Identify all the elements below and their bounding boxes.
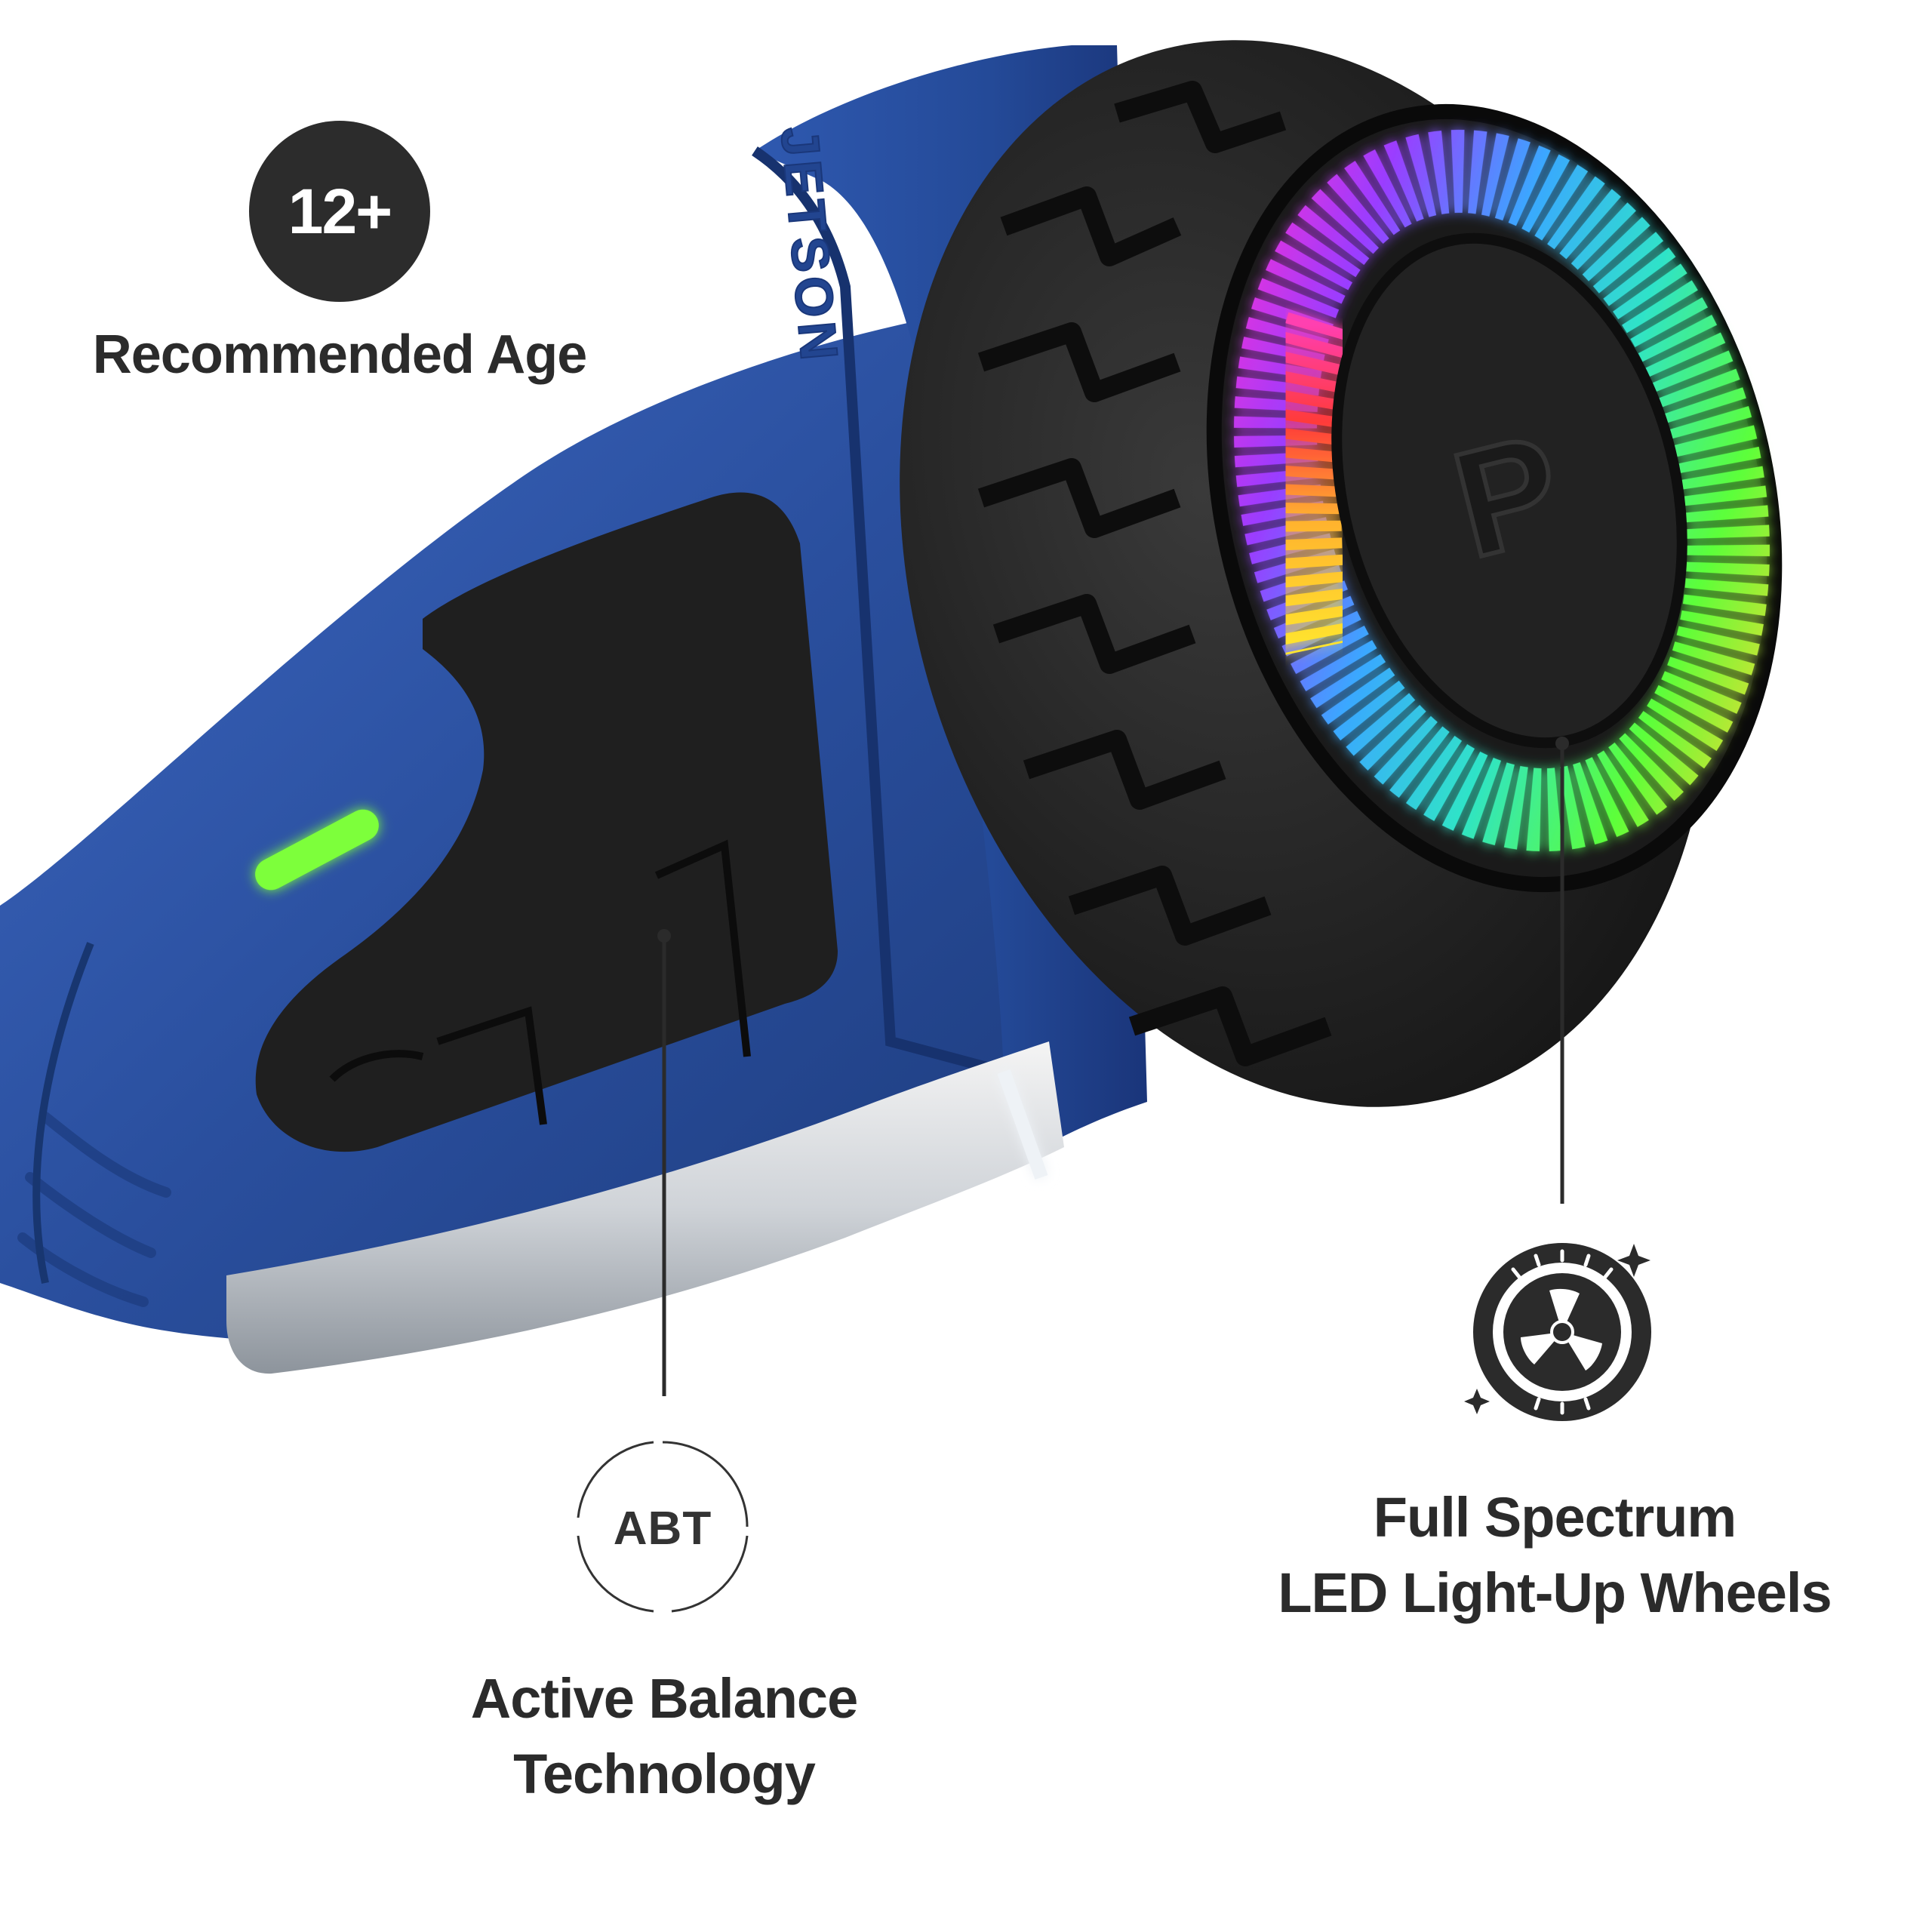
abt-caption-line1: Active Balance <box>470 1667 859 1730</box>
age-badge-value: 12+ <box>288 175 392 247</box>
age-badge: 12+ <box>249 121 430 302</box>
abt-badge-text: ABT <box>613 1503 712 1555</box>
battery-indicator-light <box>255 809 379 891</box>
foot-pad-grooves <box>329 839 751 1125</box>
abt-caption-line2: Technology <box>513 1743 816 1805</box>
age-caption: Recommended Age <box>92 325 587 385</box>
led-caption-line1: Full Spectrum <box>1373 1486 1737 1549</box>
abt-badge-ring <box>577 1441 749 1613</box>
headlight-bar <box>226 1041 1064 1374</box>
body-seam <box>32 942 94 1284</box>
led-wheel-icon <box>1464 1243 1651 1421</box>
led-caption-line2: LED Light-Up Wheels <box>1278 1561 1832 1624</box>
foot-pad <box>255 492 838 1152</box>
wheel-hub: P <box>1206 103 1783 893</box>
